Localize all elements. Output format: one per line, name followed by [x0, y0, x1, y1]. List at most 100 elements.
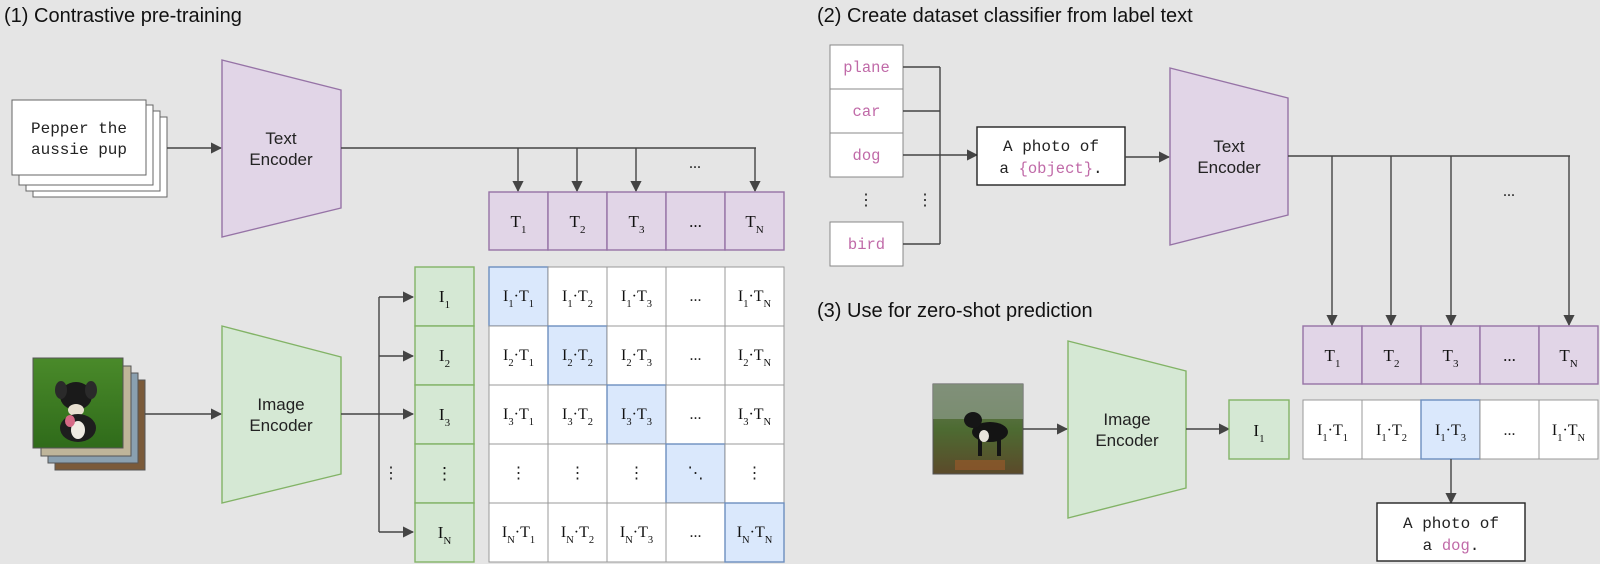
matrix-cell — [724, 443, 785, 504]
image-embedding-i1-label: I1 — [1253, 421, 1264, 445]
svg-text:Text: Text — [265, 129, 296, 148]
svg-text:a dog.: a dog. — [1423, 537, 1480, 555]
prediction-product: I1·T3 — [1435, 422, 1466, 444]
svg-text:Text: Text — [1213, 137, 1244, 156]
label-text: bird — [848, 236, 885, 254]
image-embedding-cell — [414, 502, 475, 563]
matrix-cell — [488, 502, 549, 563]
arrow-ellipsis: ... — [689, 155, 701, 172]
caption-line2: aussie pup — [31, 141, 127, 159]
label-item — [829, 221, 904, 267]
matrix-vertical-ellipsis: ⋮ — [629, 465, 645, 482]
text-embedding-cell — [665, 191, 726, 251]
matrix-cell — [547, 384, 608, 445]
matrix-vertical-ellipsis: ⋮ — [747, 465, 763, 482]
matrix-product: I3·T3 — [621, 406, 652, 428]
arrow-ellipsis-2: ... — [1503, 183, 1515, 200]
label-text: dog — [853, 147, 881, 165]
text-encoder-1: Text Encoder — [221, 59, 342, 238]
image-embedding-cell — [414, 384, 475, 445]
text-embedding-cell — [606, 191, 667, 251]
text-embedding-2-label: T1 — [1325, 346, 1341, 370]
label-ellipsis: ⋮ — [858, 192, 874, 209]
image-embedding-cell — [414, 266, 475, 327]
prediction-product: I1·TN — [1552, 422, 1586, 444]
label-arrow-ellipsis: ⋮ — [917, 192, 933, 209]
text-embedding-2-label: T3 — [1443, 346, 1459, 370]
text-encoder-2: Text Encoder — [1169, 67, 1289, 246]
matrix-product: I3·T1 — [503, 406, 534, 428]
matrix-cell-diagonal — [606, 384, 667, 445]
text-embedding-2-cell — [1538, 325, 1599, 385]
text-embedding-label: ... — [689, 212, 702, 231]
text-embedding-2-label: TN — [1559, 346, 1577, 370]
text-embedding-2-label: ... — [1503, 346, 1516, 365]
matrix-ellipsis: ... — [690, 288, 702, 305]
image-encoder-2: Image Encoder — [1067, 340, 1187, 519]
prediction-product: I1·T1 — [1317, 422, 1348, 444]
matrix-product: IN·T1 — [502, 524, 535, 546]
svg-text:Encoder: Encoder — [1095, 431, 1159, 450]
text-embeddings-row-2: T1 T2 T3... TN — [1302, 325, 1599, 385]
svg-text:A photo of: A photo of — [1003, 138, 1099, 156]
prediction-cell — [1361, 399, 1422, 460]
text-embedding-2-cell — [1479, 325, 1540, 385]
svg-text:Encoder: Encoder — [249, 416, 313, 435]
image-embedding-i1: I1 — [1228, 399, 1290, 460]
caption-card-stack: Pepper the aussie pup — [11, 99, 168, 198]
prediction-output-box: A photo of a dog. — [1376, 502, 1526, 562]
matrix-vertical-ellipsis: ⋮ — [511, 465, 527, 482]
matrix-product: I1·T3 — [621, 288, 652, 310]
text-embedding-2-label: T2 — [1384, 346, 1400, 370]
image-embedding-label: I3 — [439, 405, 451, 429]
matrix-cell — [488, 443, 549, 504]
section3-heading: (3) Use for zero-shot prediction — [817, 300, 1093, 322]
image-arrow-ellipsis: ⋮ — [383, 465, 399, 482]
matrix-cell — [547, 266, 608, 327]
matrix-cell — [547, 443, 608, 504]
matrix-cell — [606, 443, 667, 504]
matrix-product: I2·T1 — [503, 347, 534, 369]
image-encoder-1: Image Encoder — [221, 325, 342, 504]
svg-text:a {object}.: a {object}. — [999, 160, 1102, 178]
image-embedding-label: I2 — [439, 346, 450, 370]
matrix-ellipsis: ... — [690, 347, 702, 364]
matrix-cell — [547, 502, 608, 563]
matrix-cell — [724, 266, 785, 327]
dog-photo-icon — [32, 357, 146, 471]
text-embedding-label: T3 — [629, 212, 645, 236]
label-text: car — [853, 103, 881, 121]
text-embedding-cell — [488, 191, 549, 251]
image-embedding-label: ⋮ — [436, 464, 453, 483]
matrix-cell — [488, 325, 549, 386]
matrix-cell — [665, 325, 726, 386]
matrix-cell — [665, 502, 726, 563]
prediction-cell — [1538, 399, 1599, 460]
matrix-product: I3·T2 — [562, 406, 593, 428]
text-embedding-cell — [547, 191, 608, 251]
image-embedding-label: I1 — [439, 287, 450, 311]
prompt-template-box: A photo of a {object}. — [976, 126, 1126, 186]
matrix-product: I2·TN — [738, 347, 772, 369]
matrix-cell — [665, 266, 726, 327]
svg-text:A photo of: A photo of — [1403, 515, 1499, 533]
matrix-product: IN·T3 — [620, 524, 653, 546]
label-text: plane — [843, 59, 890, 77]
matrix-cell — [724, 384, 785, 445]
text-embedding-label: T1 — [511, 212, 527, 236]
matrix-product: IN·TN — [737, 524, 773, 546]
prediction-cell-selected — [1420, 399, 1481, 460]
matrix-vertical-ellipsis: ⋮ — [570, 465, 586, 482]
matrix-cell-diagonal — [724, 502, 785, 563]
svg-text:Image: Image — [1103, 410, 1150, 429]
matrix-product: I2·T2 — [562, 347, 593, 369]
matrix-product: I1·T1 — [503, 288, 534, 310]
prediction-cell — [1479, 399, 1540, 460]
image-embedding-cell — [414, 325, 475, 386]
svg-text:Encoder: Encoder — [1197, 158, 1261, 177]
prediction-ellipsis: ... — [1504, 422, 1516, 439]
svg-text:Image: Image — [257, 395, 304, 414]
matrix-diag-ellipsis: ⋱ — [688, 465, 704, 482]
